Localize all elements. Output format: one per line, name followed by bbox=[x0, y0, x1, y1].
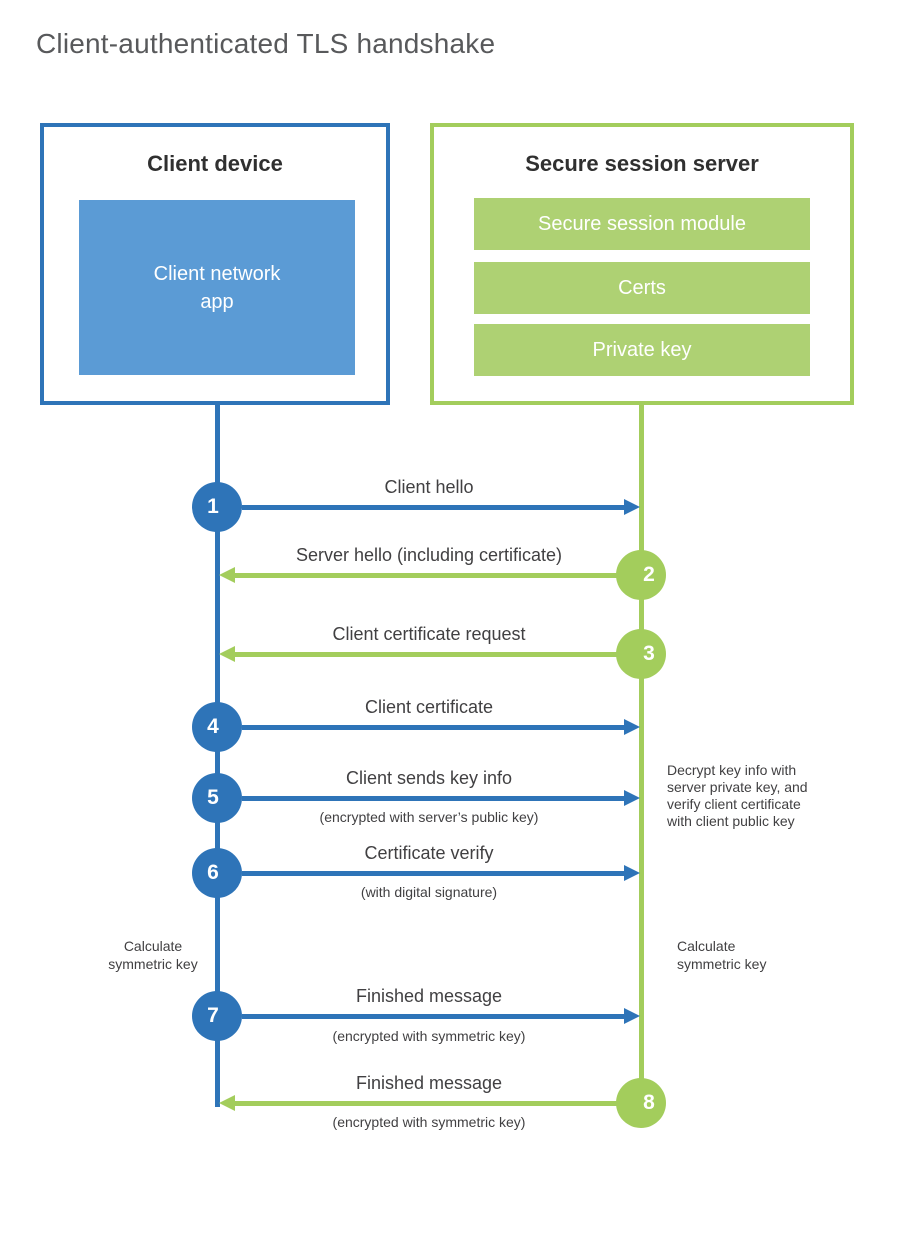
step-6-arrow-line bbox=[242, 871, 624, 876]
secure-session-server-title: Secure session server bbox=[525, 151, 759, 176]
step-8-label: Finished message bbox=[355, 1073, 503, 1093]
client-network-app-box: Client network app bbox=[79, 200, 355, 375]
step-8-badge: 8 bbox=[616, 1078, 666, 1128]
client-lifeline bbox=[215, 405, 220, 1107]
step-8-arrow-line bbox=[235, 1101, 617, 1106]
step-8-sublabel: (encrypted with symmetric key) bbox=[332, 1114, 526, 1130]
step-6-arrowhead-right-icon bbox=[624, 865, 640, 881]
step-5-arrow-line bbox=[242, 796, 624, 801]
step-6-badge: 6 bbox=[192, 848, 242, 898]
calculate-symmetric-key-note-client: Calculate symmetric key bbox=[108, 938, 198, 972]
step-2-label: Server hello (including certificate) bbox=[295, 545, 563, 565]
step-3-arrowhead-left-icon bbox=[219, 646, 235, 662]
page-title: Client-authenticated TLS handshake bbox=[36, 28, 496, 59]
step-1-label: Client hello bbox=[384, 477, 474, 497]
step-2-badge: 2 bbox=[616, 550, 666, 600]
calculate-symmetric-key-note-server: Calculate symmetric key bbox=[677, 938, 767, 972]
step-5-sublabel: (encrypted with server’s public key) bbox=[319, 809, 539, 825]
private-key-bar: Private key bbox=[474, 324, 810, 376]
client-device-title: Client device bbox=[147, 151, 283, 176]
step-4-label: Client certificate bbox=[364, 697, 494, 717]
step-7-label: Finished message bbox=[355, 986, 503, 1006]
step-3-arrow-line bbox=[235, 652, 617, 657]
step-5-arrowhead-right-icon bbox=[624, 790, 640, 806]
decrypt-key-note: Decrypt key info with server private key… bbox=[667, 762, 808, 829]
step-5-badge: 5 bbox=[192, 773, 242, 823]
secure-session-module-bar: Secure session module bbox=[474, 198, 810, 250]
step-5-label: Client sends key info bbox=[345, 768, 513, 788]
step-4-arrowhead-right-icon bbox=[624, 719, 640, 735]
step-4-arrow-line bbox=[242, 725, 624, 730]
step-7-badge: 7 bbox=[192, 991, 242, 1041]
step-7-arrowhead-right-icon bbox=[624, 1008, 640, 1024]
step-8-arrowhead-left-icon bbox=[219, 1095, 235, 1111]
step-1-arrowhead-right-icon bbox=[624, 499, 640, 515]
step-7-sublabel: (encrypted with symmetric key) bbox=[332, 1028, 526, 1044]
step-3-badge: 3 bbox=[616, 629, 666, 679]
step-6-label: Certificate verify bbox=[364, 843, 494, 863]
step-1-badge: 1 bbox=[192, 482, 242, 532]
certs-bar: Certs bbox=[474, 262, 810, 314]
server-lifeline bbox=[639, 405, 644, 1105]
step-7-arrow-line bbox=[242, 1014, 624, 1019]
step-2-arrow-line bbox=[235, 573, 617, 578]
step-1-arrow-line bbox=[242, 505, 624, 510]
step-3-label: Client certificate request bbox=[332, 624, 526, 644]
step-2-arrowhead-left-icon bbox=[219, 567, 235, 583]
step-6-sublabel: (with digital signature) bbox=[360, 884, 498, 900]
step-4-badge: 4 bbox=[192, 702, 242, 752]
